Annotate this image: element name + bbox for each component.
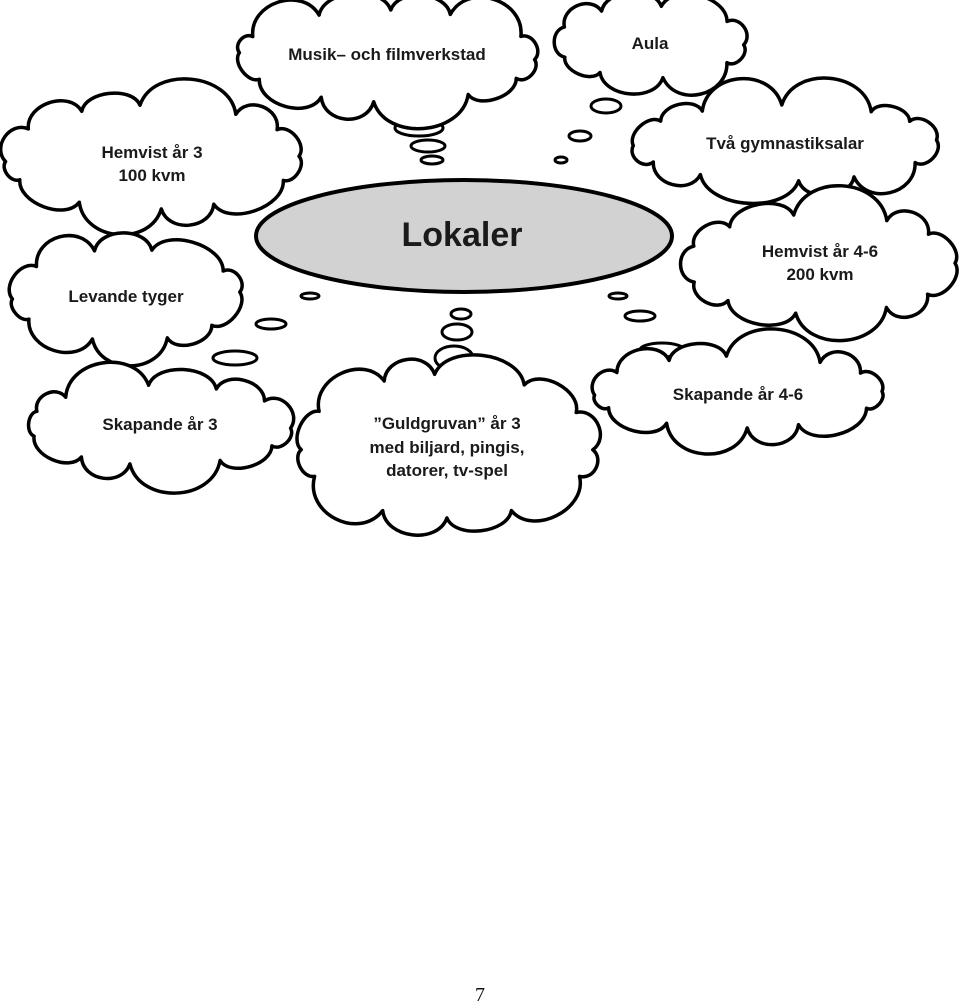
cloud-shape (26, 360, 296, 495)
cloud-shape (235, 0, 540, 131)
thought-bubble (254, 317, 288, 331)
thought-bubble (299, 291, 321, 301)
thought-bubble (567, 129, 593, 143)
cloud-aula: Aula (552, 0, 749, 97)
thought-bubble (211, 349, 259, 367)
cloud-shape (0, 77, 304, 237)
cloud-label: ”Guldgruvan” år 3 (373, 414, 520, 433)
cloud-gymnastik: Två gymnastiksalar (630, 76, 940, 206)
cloud-shape (590, 327, 885, 456)
cloud-shape (295, 353, 603, 537)
center-ellipse (254, 178, 674, 294)
thought-bubble (623, 309, 657, 323)
cloud-shape (7, 231, 244, 368)
thought-bubble (440, 322, 474, 342)
cloud-musik: Musik– och filmverkstad (235, 0, 540, 131)
thought-bubble (553, 155, 569, 165)
cloud-label: 100 kvm (118, 166, 185, 185)
cloud-label: 200 kvm (786, 265, 853, 284)
cloud-label: Musik– och filmverkstad (288, 45, 485, 64)
cloud-label: Hemvist år 4-6 (762, 242, 878, 261)
thought-bubble (409, 138, 447, 154)
center-label: Lokaler (402, 216, 523, 254)
cloud-levande: Levande tyger (7, 231, 244, 368)
cloud-shape (552, 0, 749, 97)
cloud-label: Två gymnastiksalar (706, 134, 864, 153)
cloud-label: datorer, tv-spel (386, 461, 508, 480)
cloud-label: Aula (632, 34, 669, 53)
thought-bubbles (211, 97, 686, 372)
cloud-shape (678, 183, 959, 343)
thought-bubble (419, 154, 445, 166)
cloud-skapande46: Skapande år 4-6 (590, 327, 885, 456)
thought-bubble (607, 291, 629, 301)
cloud-skapande3: Skapande år 3 (26, 360, 296, 495)
cloud-label: Levande tyger (68, 287, 184, 306)
center-node: Lokaler (254, 178, 674, 294)
page-number: 7 (475, 984, 485, 1006)
thought-bubble (449, 307, 473, 321)
cloud-label: Skapande år 3 (102, 415, 217, 434)
cloud-guldgruvan: ”Guldgruvan” år 3 med biljard, pingis, dat… (295, 353, 603, 537)
cloud-label: Hemvist år 3 (101, 143, 202, 162)
cloud-label: Skapande år 4-6 (673, 385, 803, 404)
thought-bubble (589, 97, 623, 115)
cloud-label: med biljard, pingis, (370, 438, 525, 457)
cloud-hemvist46: Hemvist år 4-6 200 kvm (678, 183, 959, 343)
cloud-shape (630, 76, 940, 206)
cloud-hemvist3: Hemvist år 3 100 kvm (0, 77, 304, 237)
